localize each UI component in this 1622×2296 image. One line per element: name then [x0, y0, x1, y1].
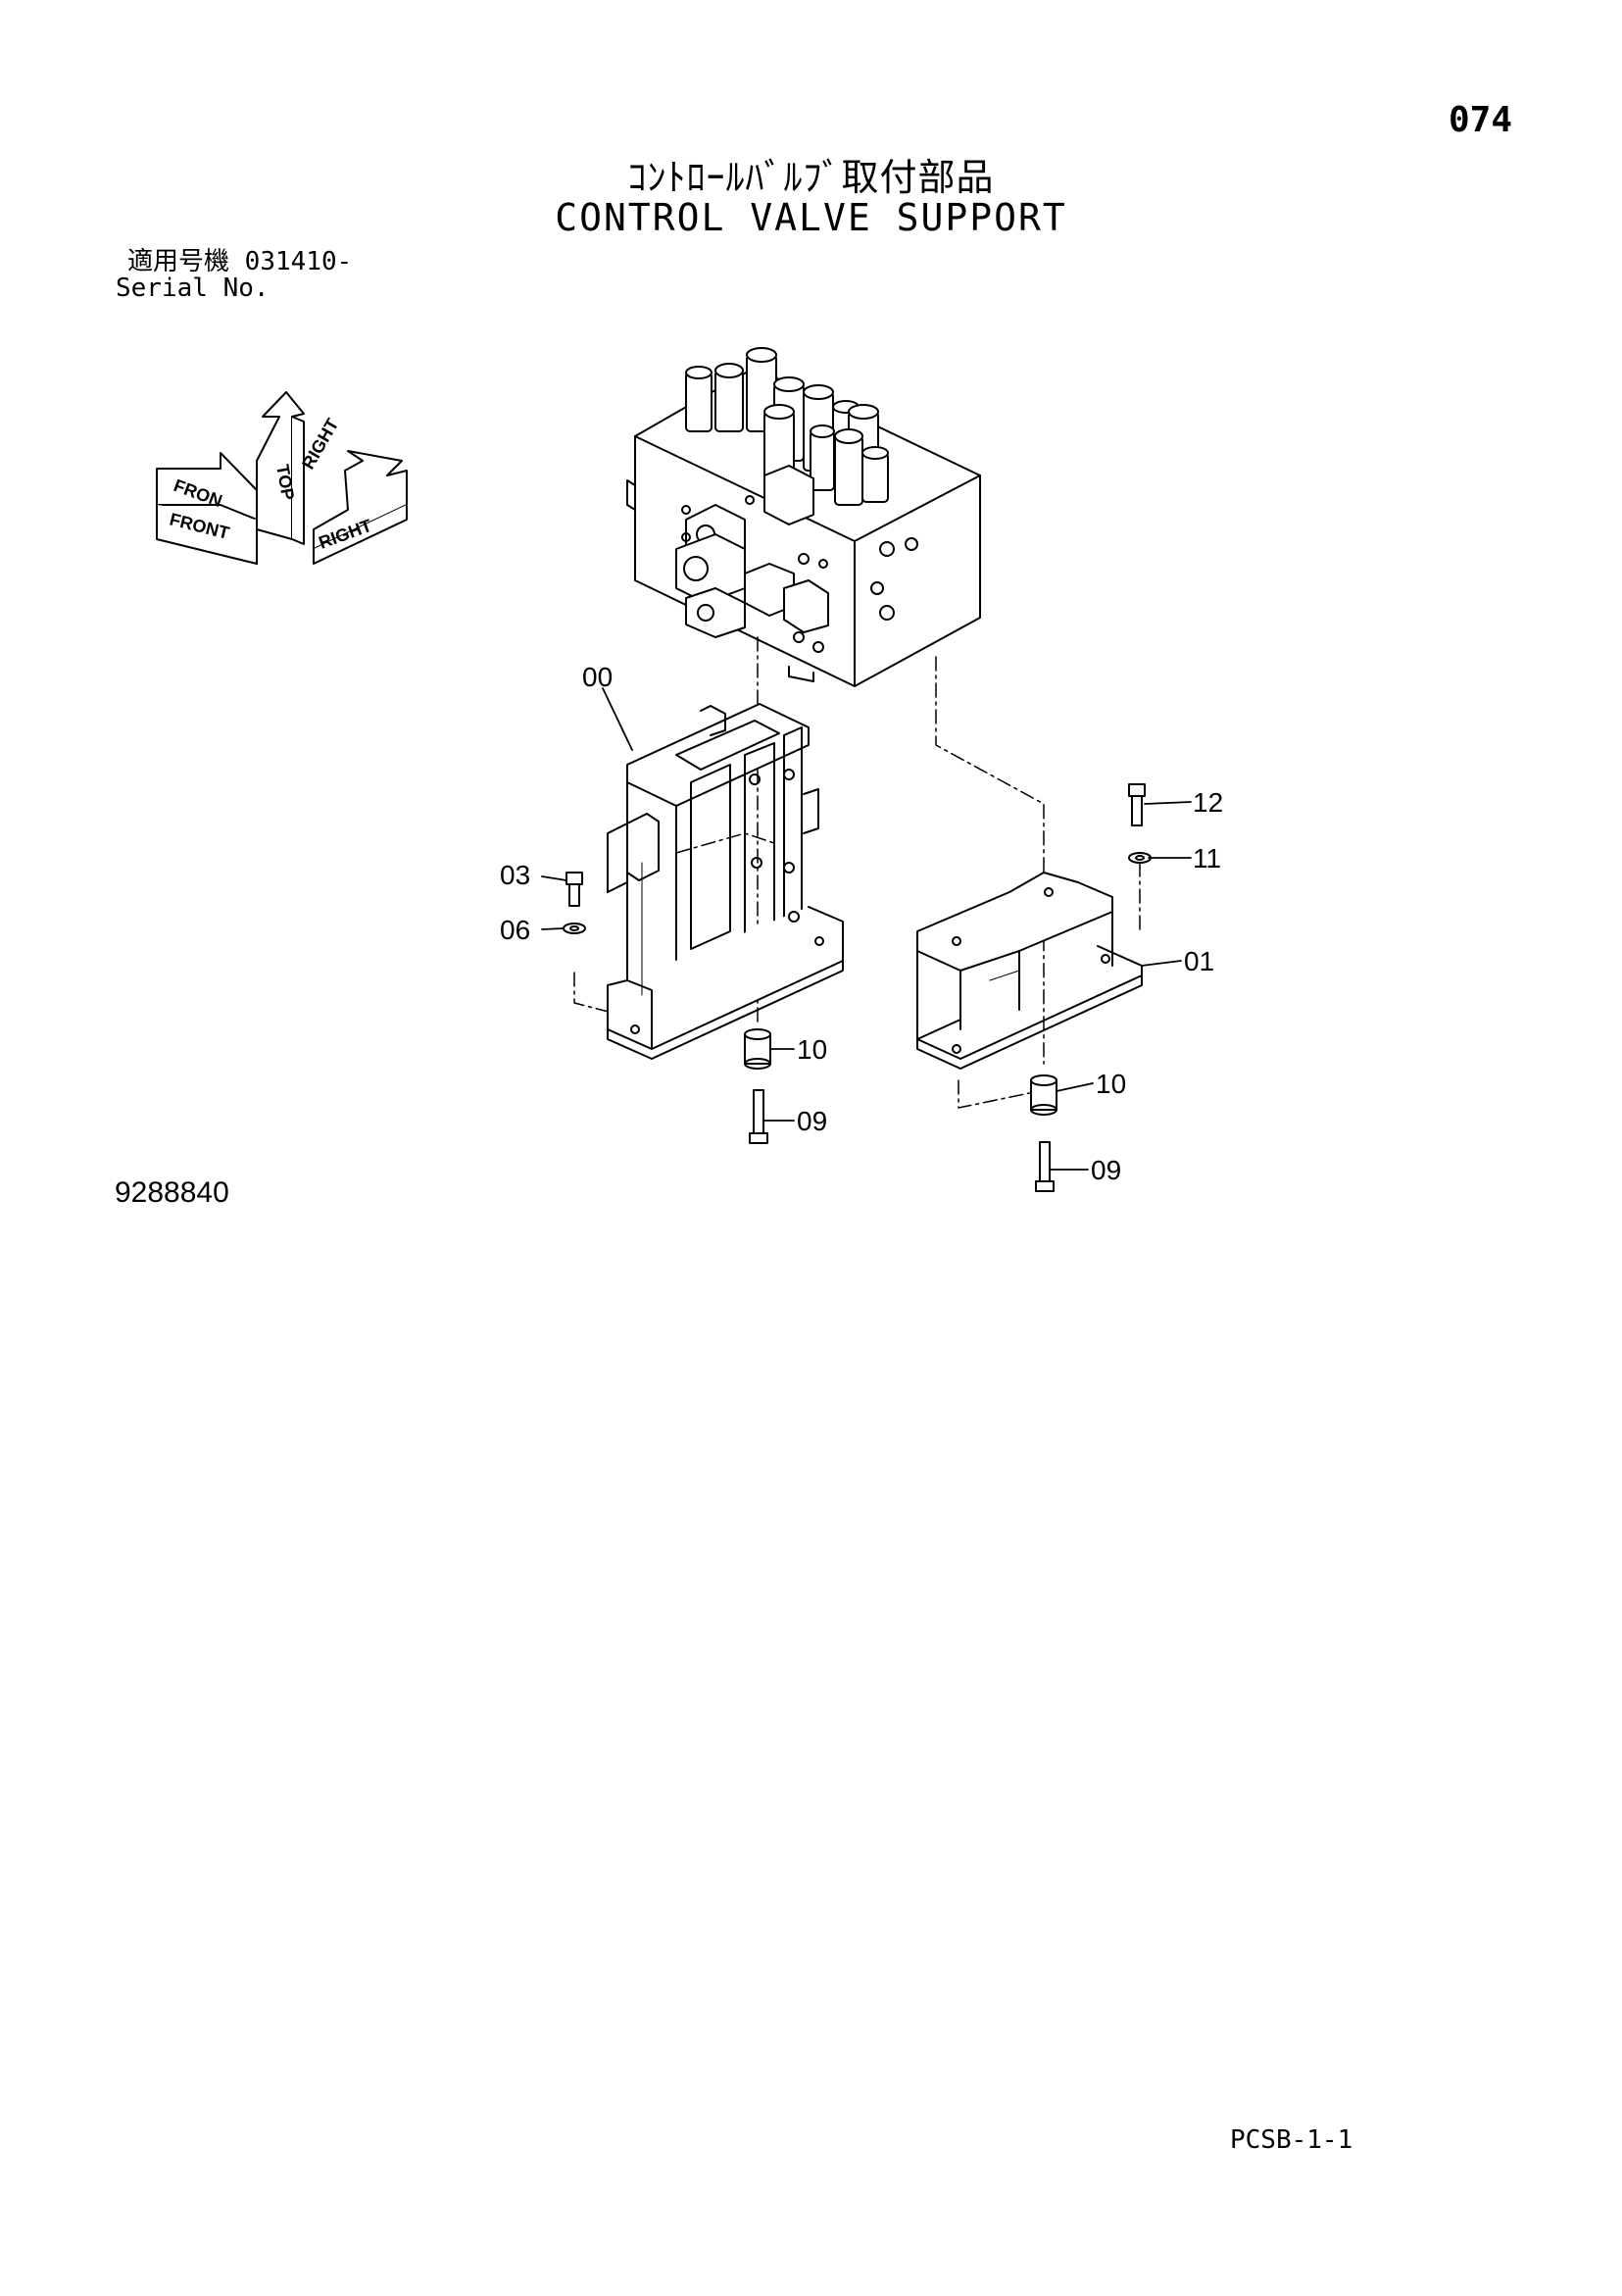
callout-12: 12 — [1193, 787, 1223, 818]
control-valve-assembly — [626, 347, 981, 687]
callout-00: 00 — [582, 662, 613, 692]
part-03-bolt — [565, 872, 583, 907]
callout-11: 11 — [1193, 843, 1221, 873]
valve-spools — [685, 347, 889, 506]
serial-line-jp: 適用号機 031410- — [116, 249, 352, 275]
sheet-code: PCSB-1-1 — [1230, 2125, 1353, 2155]
support-bracket-00 — [607, 703, 844, 1060]
title-japanese: ｺﾝﾄﾛｰﾙﾊﾞﾙﾌﾞ取付部品 — [627, 156, 995, 199]
serial-label-en: Serial No. — [116, 274, 270, 303]
part-12-bolt — [1128, 783, 1146, 826]
callout-09-right: 09 — [1091, 1155, 1121, 1185]
leader-lines — [541, 687, 1192, 1171]
orientation-indicator: FRON FRONT TOP RIGHT RIGHT — [156, 391, 408, 565]
part-09-bolt-left — [749, 1089, 768, 1144]
isolator-mount-01 — [916, 872, 1143, 1070]
serial-label-jp: 適用号機 — [127, 247, 230, 276]
serial-block: 適用号機 031410- Serial No. — [116, 249, 352, 302]
part-09-bolt-right — [1035, 1141, 1055, 1192]
callout-10-left: 10 — [797, 1034, 827, 1065]
callout-03: 03 — [500, 860, 530, 890]
part-06-washer — [563, 923, 586, 934]
drawing-number: 9288840 — [115, 1176, 229, 1209]
part-10-spacer-right — [1030, 1074, 1057, 1116]
callout-labels: 00 12 11 01 03 06 10 09 10 09 — [500, 662, 1223, 1185]
part-11-washer — [1128, 852, 1152, 864]
exploded-parts-diagram: FRON FRONT TOP RIGHT RIGHT — [156, 347, 1223, 1192]
callout-06: 06 — [500, 915, 530, 945]
page-number: 074 — [1449, 100, 1513, 140]
callout-10-right: 10 — [1096, 1069, 1126, 1099]
callout-09-left: 09 — [797, 1106, 827, 1136]
title-english: CONTROL VALVE SUPPORT — [555, 196, 1067, 239]
part-10-spacer-left — [744, 1028, 771, 1070]
callout-01: 01 — [1184, 946, 1214, 976]
valve-ports — [675, 465, 918, 653]
serial-value: 031410- — [244, 247, 353, 276]
